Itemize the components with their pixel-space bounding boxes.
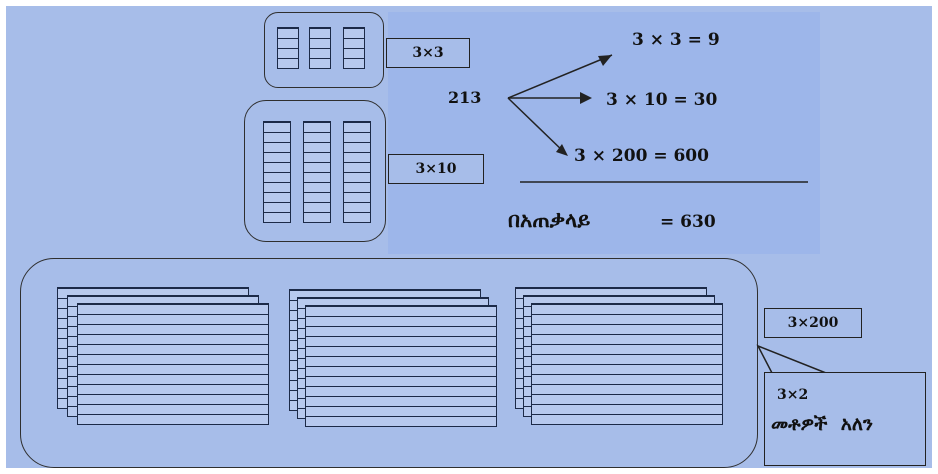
cube-column [343, 27, 365, 69]
ten-rod [263, 121, 291, 223]
cube-column [309, 27, 331, 69]
group-3x3 [264, 12, 384, 88]
equation-hundreds: 3 × 200 = 600 [574, 146, 709, 166]
label-3x3: 3×3 [386, 38, 470, 68]
callout-box: 3×2 መቶዎች አለን [764, 372, 926, 466]
multiplicand: 213 [448, 88, 482, 107]
total-word: በአጠቃላይ [508, 208, 591, 232]
group-3x10 [244, 100, 386, 242]
label-3x200: 3×200 [764, 308, 862, 338]
group-3x200 [20, 258, 758, 468]
cube-column [277, 27, 299, 69]
arrow-to-ones [507, 54, 613, 99]
ten-rod [303, 121, 331, 223]
equation-tens: 3 × 10 = 30 [606, 90, 718, 110]
total-value: = 630 [660, 212, 716, 232]
arrow-to-hundreds [507, 97, 567, 155]
label-3x10: 3×10 [388, 154, 484, 184]
callout-expr: 3×2 [777, 387, 809, 403]
callout-text: መቶዎች አለን [771, 413, 873, 435]
equation-ones: 3 × 3 = 9 [632, 30, 720, 50]
ten-rod [343, 121, 371, 223]
